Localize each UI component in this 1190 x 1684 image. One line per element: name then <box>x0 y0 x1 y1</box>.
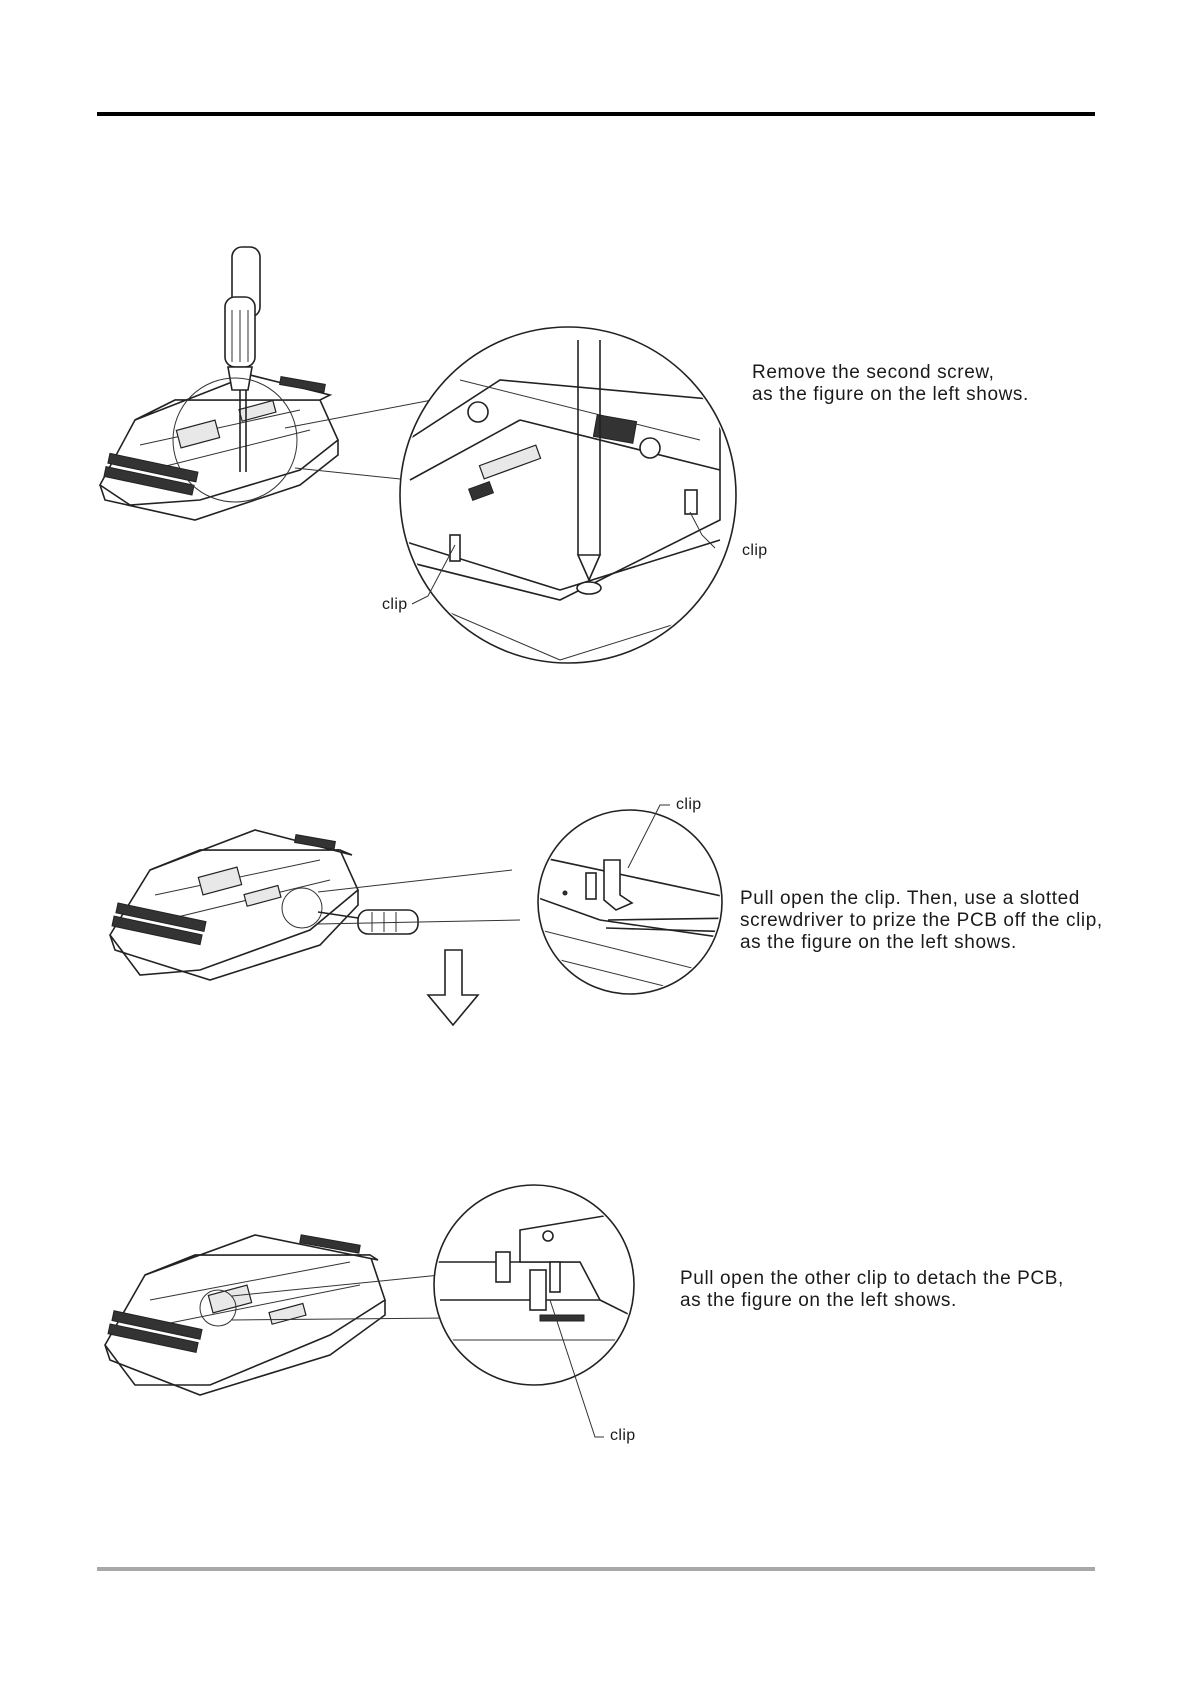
step3-drive-board <box>105 1235 385 1395</box>
step3-clip-label: clip <box>610 1427 636 1445</box>
step3-zoom-detail <box>430 1185 640 1385</box>
step3-instruction: Pull open the other clip to detach the P… <box>680 1268 1064 1312</box>
footer-rule <box>97 1567 1095 1571</box>
